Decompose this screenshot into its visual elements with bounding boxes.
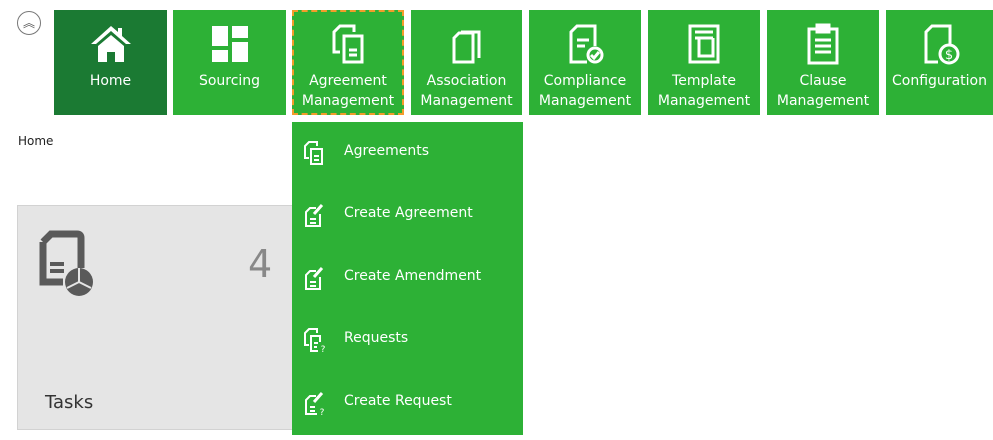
tile-sourcing[interactable]: Sourcing — [173, 10, 286, 115]
home-icon — [90, 26, 131, 62]
agreement-documents-icon — [332, 24, 364, 64]
double-chevron-up-icon: ︽ — [22, 16, 35, 30]
svg-text:?: ? — [321, 345, 326, 353]
menu-item-requests[interactable]: ? Requests — [292, 319, 523, 359]
svg-text:$: $ — [944, 48, 952, 63]
breadcrumb[interactable]: Home — [18, 134, 54, 148]
collapse-nav-button[interactable]: ︽ — [17, 11, 41, 35]
menu-item-create-request[interactable]: ? Create Request — [292, 382, 523, 422]
menu-item-agreements[interactable]: Agreements — [292, 132, 523, 172]
document-edit-icon — [305, 267, 324, 290]
tasks-count: 4 — [248, 242, 273, 286]
svg-text:?: ? — [320, 408, 325, 416]
document-chart-icon — [39, 230, 93, 296]
sourcing-grid-icon — [211, 26, 248, 62]
configuration-dollar-icon: $ — [924, 24, 959, 65]
tile-label: Home — [89, 73, 132, 89]
association-documents-icon — [452, 30, 480, 64]
document-edit-icon — [305, 204, 324, 227]
template-icon — [688, 24, 720, 64]
documents-icon — [304, 141, 323, 165]
card-title: Tasks — [45, 392, 94, 413]
tile-label: Sourcing — [198, 73, 261, 89]
documents-question-icon: ? — [304, 328, 326, 353]
tile-home[interactable]: Home — [54, 10, 167, 115]
compliance-check-icon — [569, 24, 604, 64]
agreement-management-dropdown: Agreements Create Agreement Create Amend… — [292, 122, 523, 435]
clipboard-icon — [807, 23, 839, 65]
tile-label: Configuration — [892, 73, 987, 89]
menu-item-create-agreement[interactable]: Create Agreement — [292, 194, 523, 234]
document-edit-question-icon: ? — [305, 392, 325, 416]
menu-item-create-amendment[interactable]: Create Amendment — [292, 257, 523, 297]
tasks-card[interactable]: 4 Tasks — [17, 205, 317, 430]
tile-configuration[interactable]: $ Configuration — [886, 10, 993, 115]
